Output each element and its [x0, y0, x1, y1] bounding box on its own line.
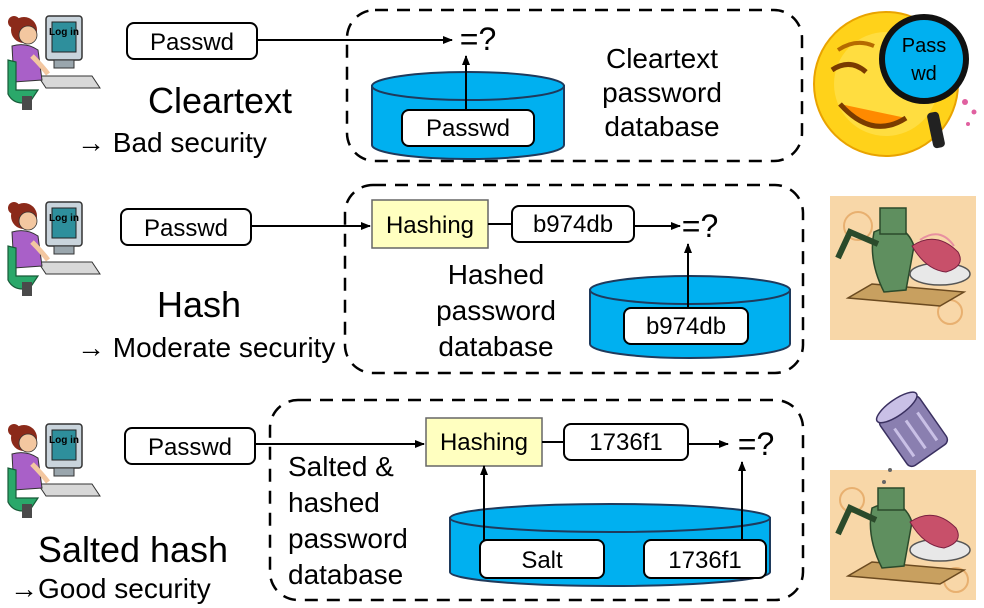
svg-text:Passwd: Passwd: [426, 115, 510, 142]
input-passwd-box: Passwd: [124, 427, 256, 465]
db-caption-line4: database: [288, 559, 403, 590]
row-salted-hash: Log in Passwd Hashing 1736f1 =? Salt 173…: [8, 391, 976, 604]
database-cylinder: Passwd: [371, 71, 565, 160]
login-screen-label: Log in: [49, 213, 79, 224]
svg-text:Passwd: Passwd: [148, 434, 232, 461]
user-at-computer-icon: Log in: [8, 16, 100, 110]
svg-text:Pass: Pass: [902, 35, 946, 57]
security-rating: → Bad security: [77, 127, 267, 158]
row-title: Hash: [157, 284, 241, 325]
db-entry-box: [623, 307, 749, 345]
security-rating: → Moderate security: [77, 332, 335, 363]
db-caption-line3: password: [288, 523, 408, 554]
security-rating: →Good security: [10, 573, 211, 604]
db-entry-box: [643, 539, 767, 579]
svg-text:Passwd: Passwd: [144, 215, 228, 242]
svg-text:b974db: b974db: [646, 313, 726, 340]
svg-text:1736f1: 1736f1: [589, 429, 662, 456]
db-caption-line2: hashed: [288, 487, 380, 518]
svg-text:Hashing: Hashing: [386, 212, 474, 239]
smiley-with-magnifier-icon: Pass wd: [813, 11, 977, 157]
login-screen-label: Log in: [49, 435, 79, 446]
database-cylinder: b974db: [589, 275, 791, 359]
row-title: Cleartext: [148, 80, 292, 121]
db-caption-line3: database: [604, 111, 719, 142]
svg-text:wd: wd: [910, 63, 937, 85]
db-salt-box: [479, 539, 605, 579]
meat-grinder-icon: [830, 196, 976, 340]
svg-text:b974db: b974db: [533, 211, 613, 238]
user-at-computer-icon: Log in: [8, 202, 100, 296]
input-passwd-box: Passwd: [126, 22, 258, 60]
db-caption: Cleartext: [606, 43, 718, 74]
compare-symbol: =?: [682, 208, 718, 244]
svg-text:Passwd: Passwd: [150, 29, 234, 56]
hash-output-box: b974db: [511, 205, 635, 243]
database-boundary: [343, 183, 805, 375]
database-boundary: [345, 8, 804, 163]
db-entry-box: [401, 109, 535, 147]
db-caption-line3: database: [438, 331, 553, 362]
database-cylinder: Salt 1736f1: [449, 503, 771, 587]
hash-output-box: 1736f1: [563, 423, 689, 461]
svg-text:Salt: Salt: [521, 547, 563, 574]
compare-symbol: =?: [738, 426, 774, 462]
login-screen-label: Log in: [49, 27, 79, 38]
user-at-computer-icon: Log in: [8, 424, 100, 518]
db-caption: Salted &: [288, 451, 394, 482]
compare-symbol: =?: [460, 21, 496, 57]
db-caption-line2: password: [602, 77, 722, 108]
svg-text:1736f1: 1736f1: [668, 547, 741, 574]
salt-shaker-grinder-icon: [830, 391, 976, 600]
hashing-box: Hashing: [371, 199, 489, 249]
db-caption: Hashed: [448, 259, 545, 290]
input-passwd-box: Passwd: [120, 208, 252, 246]
db-caption-line2: password: [436, 295, 556, 326]
database-boundary: [268, 398, 805, 602]
hashing-box: Hashing: [425, 417, 543, 467]
svg-text:Hashing: Hashing: [440, 429, 528, 456]
row-hash: Log in Passwd Hashing b974db =? b974db H…: [8, 183, 976, 375]
row-title: Salted hash: [38, 529, 228, 570]
row-cleartext: Log in Passwd =? Passwd Cleartext passwo…: [8, 8, 977, 163]
